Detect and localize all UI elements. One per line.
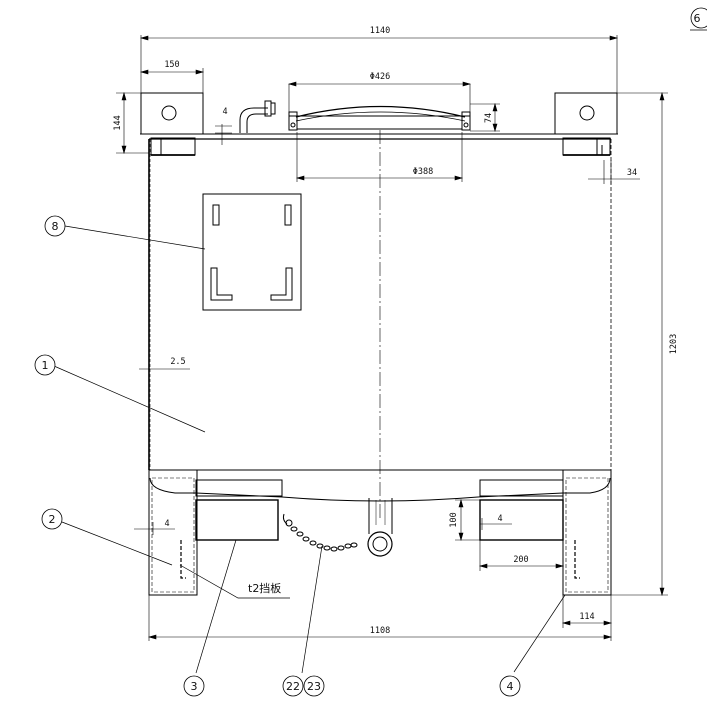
base-frame [149,469,611,502]
dim-base-width: 1108 [370,626,390,636]
dim-left-leg-offset: 4 [164,519,169,529]
balloon-22: 22 [282,675,304,697]
svg-text:1: 1 [42,359,49,372]
svg-text:23: 23 [307,680,321,693]
dimension-texts: 1140 150 144 4 Φ426 74 Φ388 34 1203 2.5 … [113,26,679,636]
svg-text:3: 3 [191,680,198,693]
svg-text:22: 22 [286,680,300,693]
balloon-4: 4 [499,675,521,697]
balloon-1: 1 [34,354,56,376]
dimension-lines [116,35,668,641]
fork-pockets [195,499,564,541]
balloon-6: 6 [690,7,707,29]
dim-overall-height: 1203 [669,334,679,354]
balloon-8: 8 [44,215,66,237]
dim-right-pocket-offset: 4 [497,514,502,524]
dim-bracket-width: 150 [164,60,179,70]
leader-lines [53,29,707,674]
left-top-bracket [140,92,204,156]
baffle-note: t2挡板 [248,581,281,595]
dim-right-offset: 34 [627,168,637,178]
dim-pipe-offset: 4 [222,107,227,117]
lid [288,105,471,131]
chain [282,513,358,552]
dim-bracket-height: 144 [113,115,123,130]
right-top-bracket [554,92,618,156]
vent-pipe [239,100,276,133]
svg-text:8: 8 [52,220,59,233]
dim-pocket-width: 200 [513,555,528,565]
item-balloons: 8 1 2 3 22 23 4 6 [34,7,707,697]
balloon-2: 2 [41,508,63,530]
drain-valve [367,498,393,557]
dim-leg-width: 114 [579,612,594,622]
svg-text:4: 4 [507,680,514,693]
dim-wall-thickness: 2.5 [170,357,185,367]
balloon-23: 23 [303,675,325,697]
dim-lid-diameter: Φ426 [370,72,390,82]
dim-opening-diameter: Φ388 [413,167,433,177]
dim-lid-height: 74 [484,113,494,123]
left-leg [148,469,198,596]
balloon-3: 3 [183,675,205,697]
label-plate [202,193,302,311]
svg-text:6: 6 [694,12,701,25]
svg-text:2: 2 [49,513,56,526]
dim-pocket-height: 100 [449,512,459,527]
dim-overall-width: 1140 [370,26,390,36]
tank-body [140,133,618,470]
